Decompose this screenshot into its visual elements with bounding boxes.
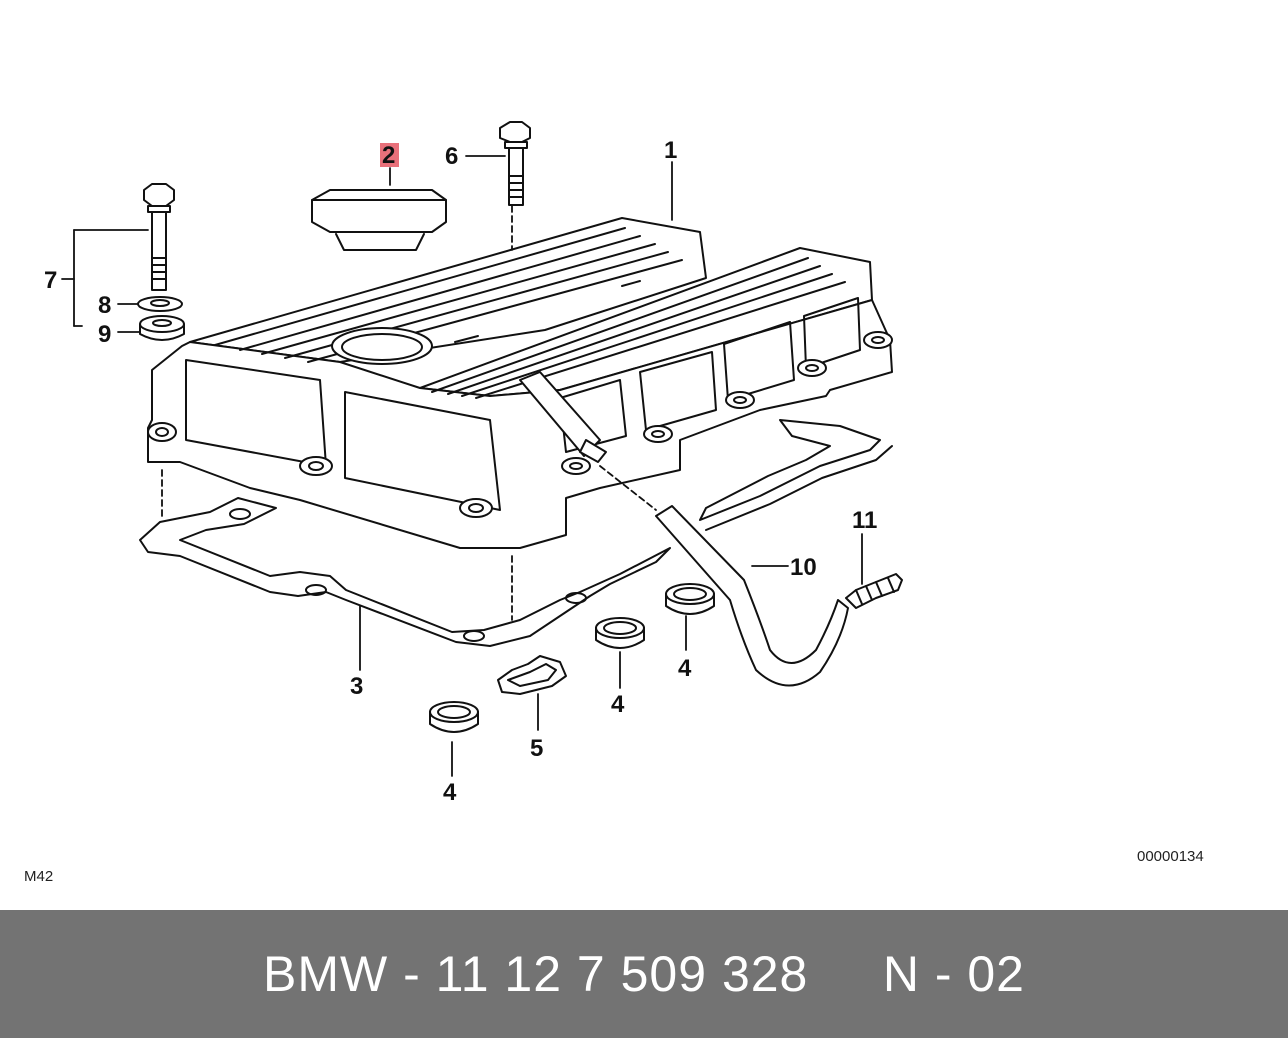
leader-lines (61, 155, 863, 777)
callout-1: 1 (664, 137, 677, 164)
highlight-marker (380, 143, 399, 167)
gasket-5 (497, 655, 567, 695)
model-code: M42 (24, 868, 54, 885)
image-id: 00000134 (1137, 848, 1204, 865)
seal-ring-4c (665, 583, 715, 615)
gasket-3 (139, 419, 893, 647)
callout-11: 11 (852, 507, 877, 534)
grommet-9 (139, 315, 185, 341)
callout-5: 5 (530, 735, 543, 762)
washer-8 (137, 296, 183, 312)
callout-4: 4 (443, 779, 457, 806)
callout-3: 3 (350, 673, 363, 700)
part-number-caption: BMW - 11 12 7 509 328 N - 02 (263, 946, 1025, 1002)
oil-filler-cap (311, 189, 447, 251)
parts-diagram: 1 2 3 4 4 4 5 6 7 8 9 10 11 (44, 121, 903, 806)
nipple-11 (845, 573, 903, 609)
valve-cover (147, 217, 893, 549)
bolt-6 (499, 121, 531, 206)
callout-4: 4 (611, 691, 625, 718)
callout-8: 8 (98, 292, 111, 319)
callout-9: 9 (98, 321, 111, 348)
seal-ring-4b (595, 617, 645, 649)
callout-10: 10 (790, 554, 817, 581)
seal-ring-4a (429, 701, 479, 733)
callout-7: 7 (44, 267, 57, 294)
callout-6: 6 (445, 143, 458, 170)
hose-10 (655, 505, 849, 687)
callout-4: 4 (678, 655, 692, 682)
callout-2: 2 (382, 142, 395, 169)
bolt-7 (143, 183, 175, 291)
footer-bar: BMW - 11 12 7 509 328 N - 02 (0, 910, 1288, 1038)
